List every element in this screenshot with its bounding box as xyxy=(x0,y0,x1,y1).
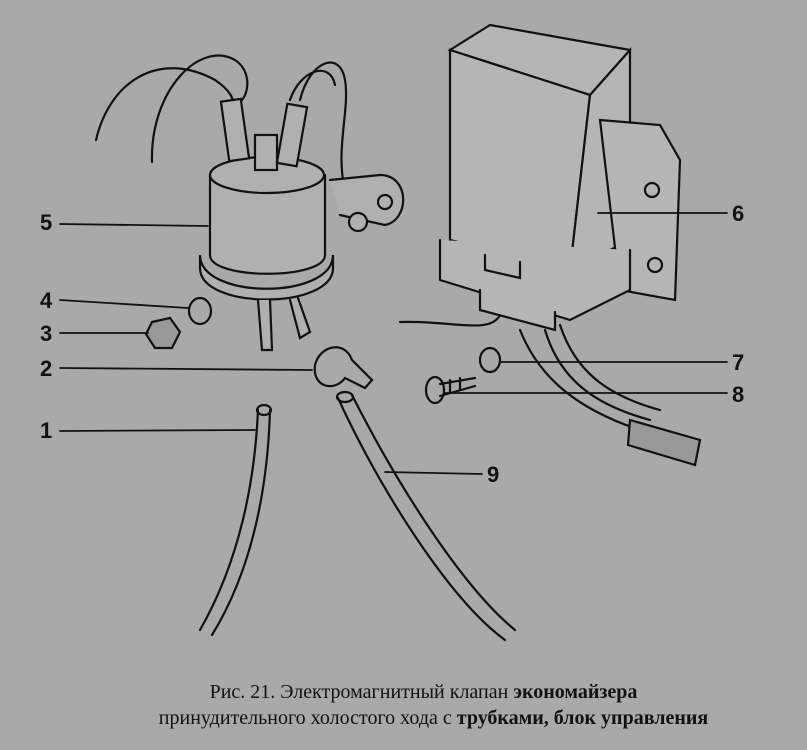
nut-3 xyxy=(144,316,182,350)
leader-lines xyxy=(59,212,728,475)
label-9: 9 xyxy=(487,462,500,487)
caption-bold: экономайзера xyxy=(513,681,638,703)
screw-8 xyxy=(424,375,477,405)
label-3: 3 xyxy=(40,321,53,346)
hose-9 xyxy=(336,393,517,642)
label-5: 5 xyxy=(40,210,53,235)
label-4: 4 xyxy=(40,288,53,313)
unit-cable xyxy=(398,313,702,467)
figure-caption-line2: принудительного холостого хода с трубкам… xyxy=(30,706,807,730)
hose-1 xyxy=(198,408,272,637)
caption-text: Рис. 21. Электромагнитный клапан xyxy=(209,681,514,703)
label-1: 1 xyxy=(40,418,53,443)
caption-text: принудительного холостого хода с xyxy=(158,707,457,729)
label-8: 8 xyxy=(732,382,745,407)
clamp-2 xyxy=(313,346,374,390)
valve-wires xyxy=(94,54,357,212)
figure-caption-line1: Рис. 21. Электромагнитный клапан эконома… xyxy=(20,680,807,704)
caption-bold: трубками, блок управления xyxy=(456,707,709,729)
control-unit xyxy=(438,23,682,332)
label-7: 7 xyxy=(732,350,745,375)
solenoid-valve xyxy=(198,97,405,352)
label-6: 6 xyxy=(732,201,745,226)
washer-7 xyxy=(478,346,502,374)
washer-4 xyxy=(187,296,213,326)
label-2: 2 xyxy=(40,356,53,381)
